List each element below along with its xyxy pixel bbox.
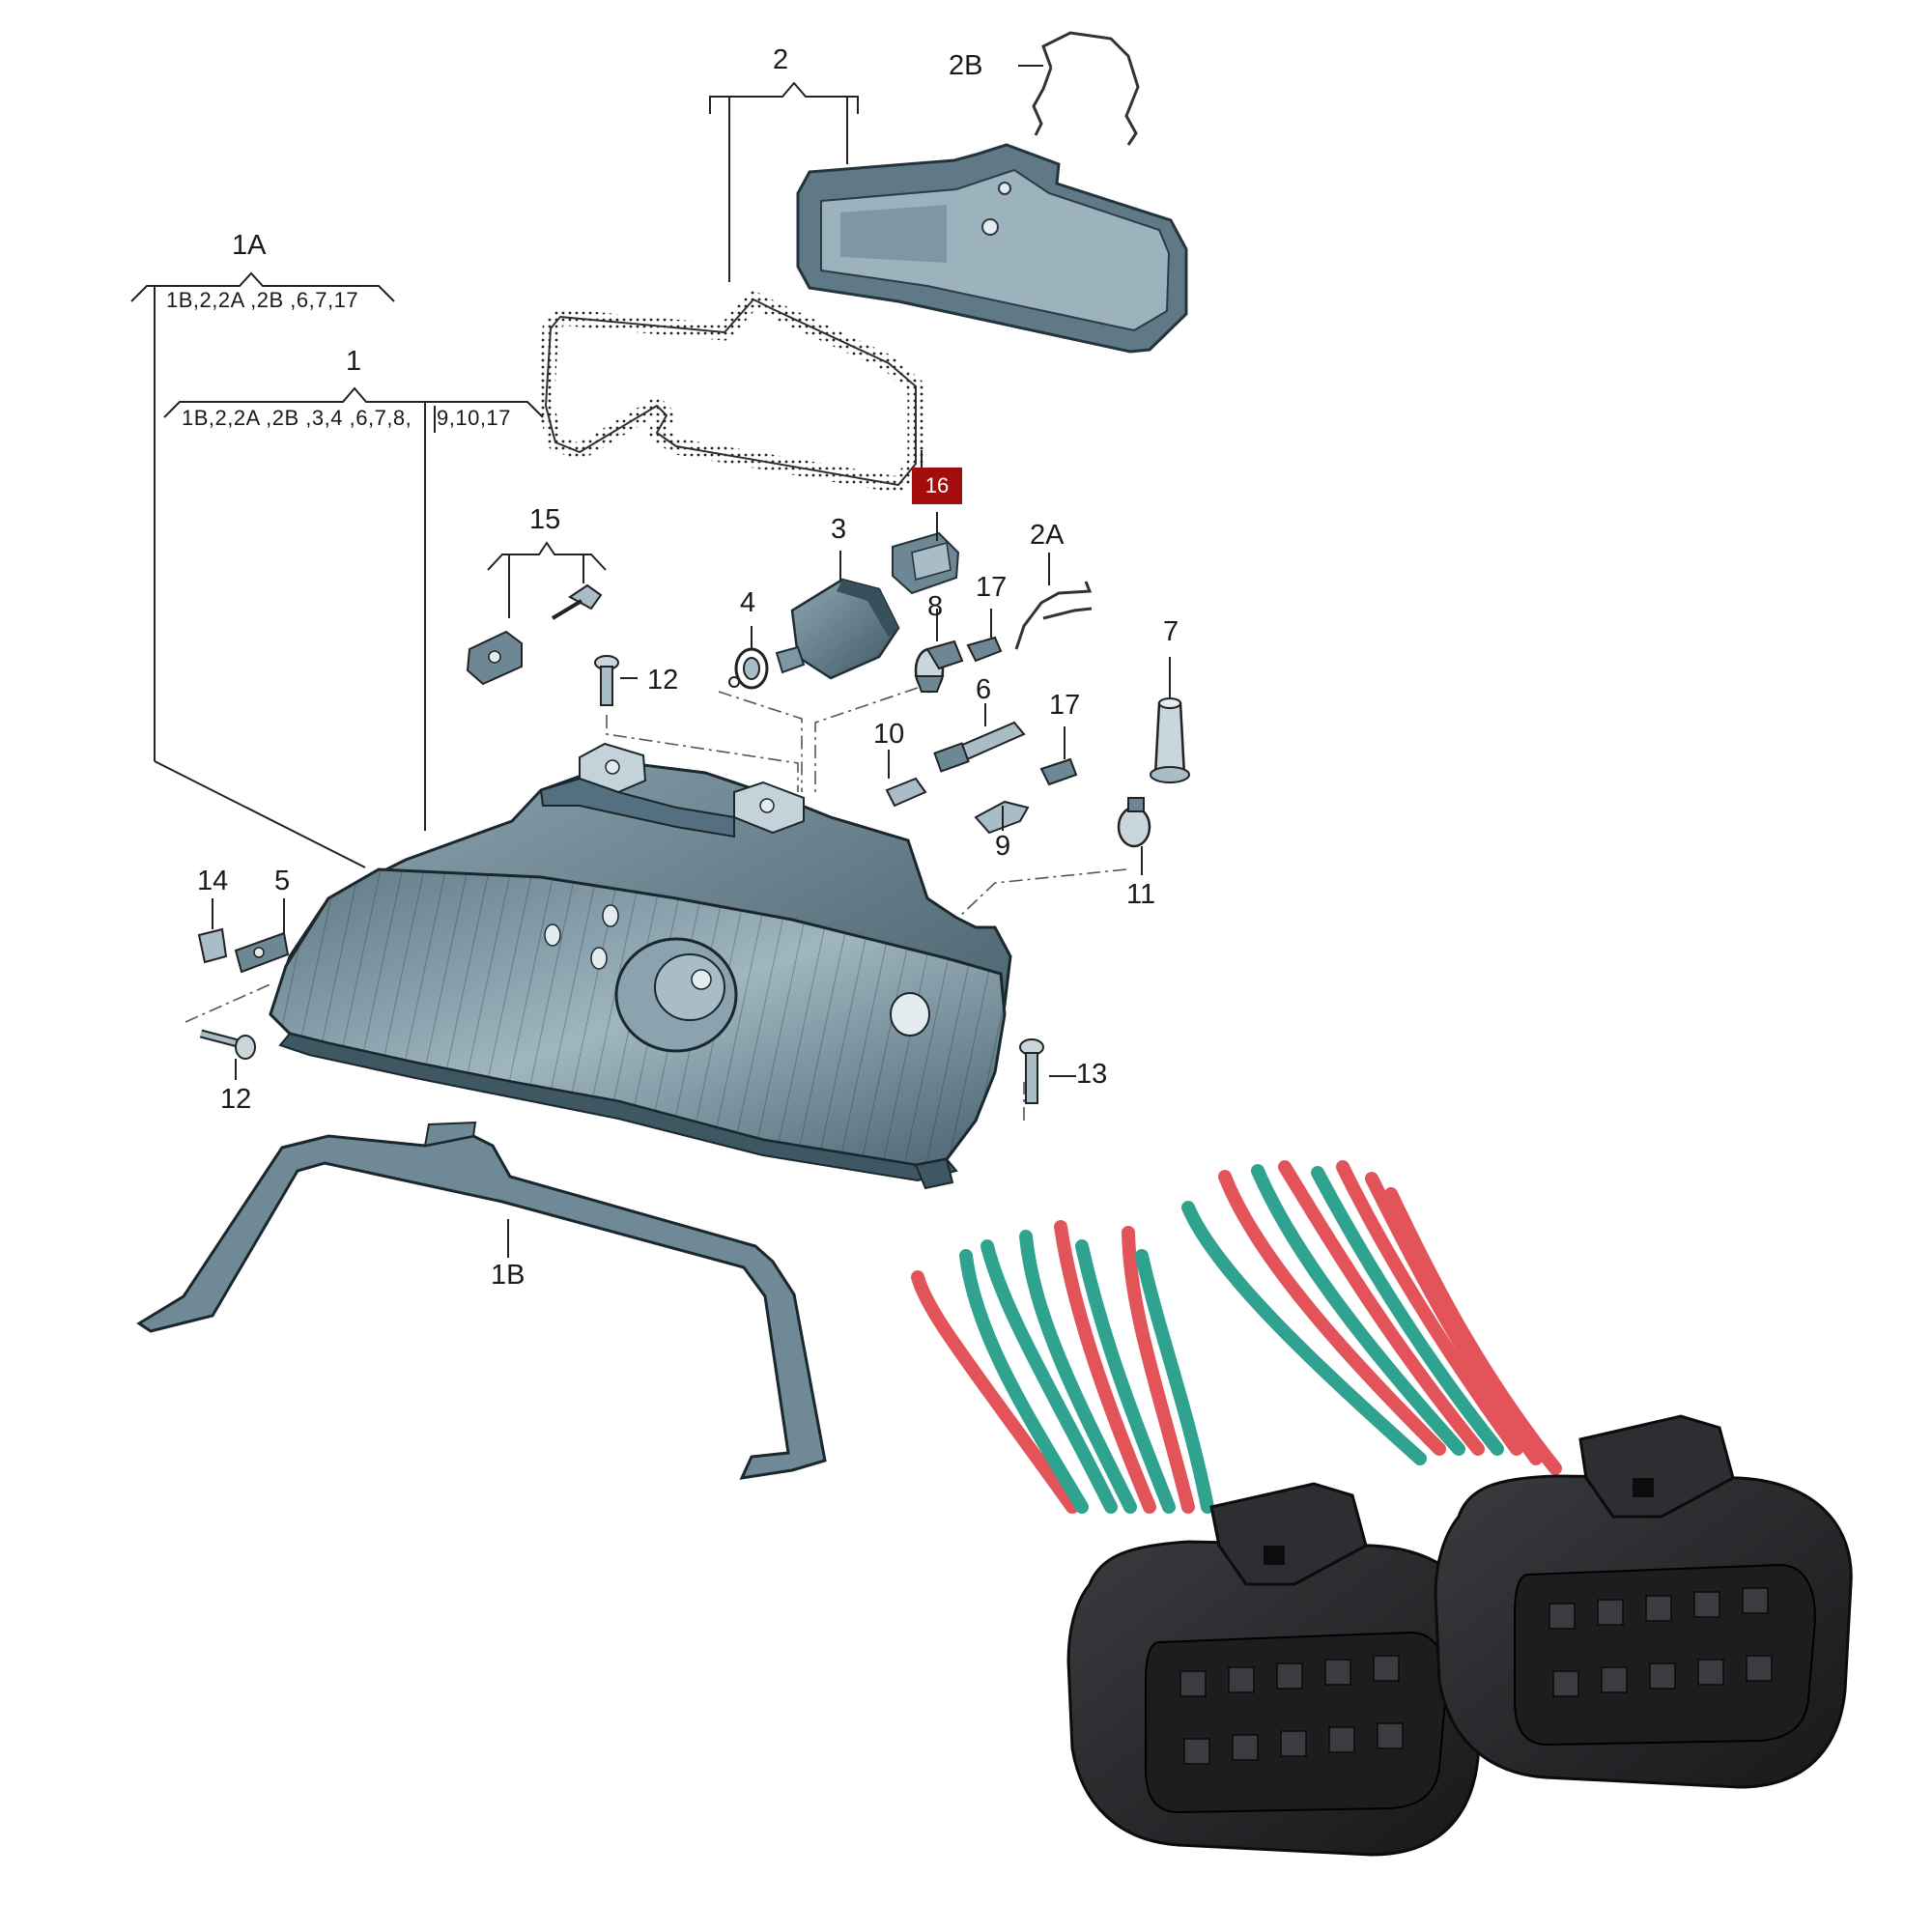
bulb-11 xyxy=(1117,797,1151,875)
photo-connector-left xyxy=(1066,1482,1486,1857)
label-part-2A: 2A xyxy=(1030,520,1065,551)
group-1-members-b: 9,10,17 xyxy=(437,406,511,430)
bracket-group-1A xyxy=(130,271,395,868)
headlight-range-motor-3 xyxy=(775,551,900,680)
bracket-group-15 xyxy=(487,541,607,618)
label-part-17-lower: 17 xyxy=(1049,690,1081,721)
lower-trim-1B xyxy=(136,1121,827,1480)
bulb-9 xyxy=(974,800,1030,835)
bracket-group-2 xyxy=(709,81,859,282)
clip-17-lower xyxy=(1039,726,1078,786)
label-part-10: 10 xyxy=(873,719,905,750)
socket-6 xyxy=(933,703,1026,773)
clip-5 xyxy=(234,898,290,974)
screw-13 xyxy=(1019,1038,1076,1104)
label-part-13: 13 xyxy=(1076,1059,1108,1090)
label-part-1B: 1B xyxy=(491,1260,526,1291)
label-part-8: 8 xyxy=(927,591,944,622)
alignment-lines xyxy=(185,687,1127,1121)
clip-14 xyxy=(197,898,228,964)
cover-cap-2 xyxy=(796,143,1188,354)
group-1A-members: 1B,2,2A ,2B ,6,7,17 xyxy=(166,288,359,312)
label-part-6: 6 xyxy=(976,674,992,705)
group-1-members-a: 1B,2,2A ,2B ,3,4 ,6,7,8, xyxy=(182,406,412,430)
label-part-11: 11 xyxy=(1126,879,1156,910)
clip-17-upper xyxy=(966,609,1003,663)
label-part-17-upper: 17 xyxy=(976,572,1008,603)
label-part-14: 14 xyxy=(197,866,229,896)
headlight-housing-1 xyxy=(269,742,1012,1190)
label-part-12-lower: 12 xyxy=(220,1084,252,1115)
label-part-7: 7 xyxy=(1163,616,1179,647)
gasket-seal-16 xyxy=(537,291,924,494)
label-part-15: 15 xyxy=(529,504,561,535)
label-part-4: 4 xyxy=(740,587,756,618)
bulb-8 xyxy=(914,609,964,694)
bracket-group-1 xyxy=(163,386,544,831)
screw-12-lower xyxy=(199,1029,256,1080)
label-part-1: 1 xyxy=(346,346,362,377)
label-part-3: 3 xyxy=(831,514,847,545)
label-part-5: 5 xyxy=(274,866,291,896)
label-part-12-upper: 12 xyxy=(647,665,679,696)
mounting-bracket-15 xyxy=(466,583,603,686)
label-part-9: 9 xyxy=(995,831,1011,862)
adjuster-pin-7 xyxy=(1150,657,1190,783)
label-part-2B: 2B xyxy=(949,50,983,81)
bulb-10 xyxy=(885,750,927,808)
retaining-spring-clip-2B xyxy=(1032,31,1140,146)
connector-16-diagram xyxy=(892,512,960,595)
screw-12-upper xyxy=(594,655,638,706)
wire-harness-photo xyxy=(911,1160,1562,1514)
label-part-16-highlighted: 16 xyxy=(912,468,962,504)
wire-bracket-2A xyxy=(1014,553,1093,650)
label-part-2: 2 xyxy=(773,44,789,75)
retaining-ring-4 xyxy=(728,626,769,690)
photo-connector-right xyxy=(1434,1414,1853,1789)
label-part-1A: 1A xyxy=(232,230,267,261)
